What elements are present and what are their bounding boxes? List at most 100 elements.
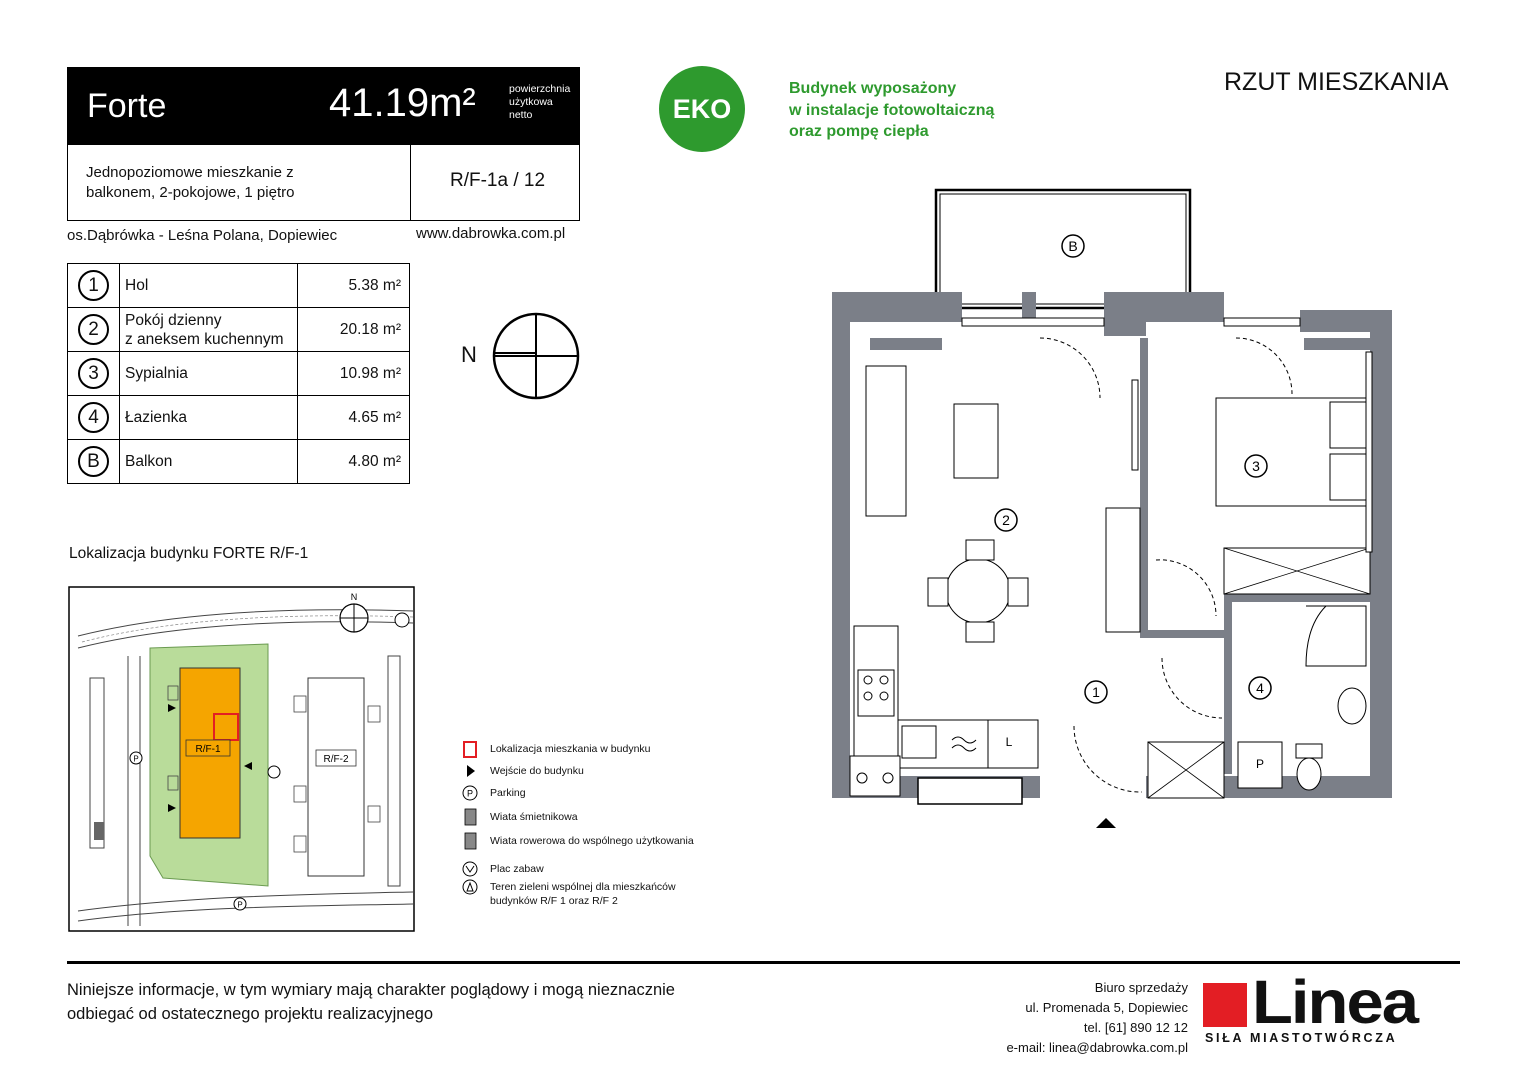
room-marker-label: 4: [1256, 680, 1264, 696]
room-name: Hol: [125, 277, 149, 294]
legend-text: Lokalizacja mieszkania w budynku: [490, 743, 651, 755]
room-number-cell: 4: [67, 395, 120, 440]
eko-description: Budynek wyposażony w instalacje fotowolt…: [789, 78, 994, 143]
room-number-cell: 3: [67, 351, 120, 396]
parking-icon: P: [462, 785, 478, 801]
location-map-title: Lokalizacja budynku FORTE R/F-1: [69, 545, 309, 562]
legend-text: Plac zabaw: [490, 863, 544, 875]
stove-icon: [857, 669, 895, 717]
room-number: 2: [78, 314, 109, 345]
entrance-arrow-icon: [1096, 818, 1116, 828]
room-row: 3 Sypialnia 10.98 m²: [67, 351, 410, 396]
playground-icon: [394, 612, 410, 628]
legend-text: budynków R/F 1 oraz R/F 2: [490, 895, 618, 907]
room-number-cell: 2: [67, 307, 120, 352]
legend-label: Wejście do budynku: [490, 764, 584, 778]
room-name-line2: z aneksem kuchennym: [125, 330, 284, 348]
compass-icon: [492, 312, 580, 400]
fridge-label: L: [1006, 735, 1013, 749]
room-name: Łazienka: [125, 409, 188, 426]
legend-label: Lokalizacja mieszkania w budynku: [490, 742, 651, 756]
description-box: Jednopoziomowe mieszkanie z balkonem, 2-…: [67, 145, 580, 221]
bike-shelter-icon: [464, 832, 477, 850]
parking-icon: [129, 751, 143, 765]
room-name-cell: Hol: [119, 263, 298, 308]
legend-text: Wiata śmietnikowa: [490, 811, 578, 823]
compass-north-label: N: [461, 342, 477, 367]
location-text: os.Dąbrówka - Leśna Polana, Dopiewiec: [67, 227, 338, 244]
room-number-cell: 1: [67, 263, 120, 308]
room-number: 1: [78, 270, 109, 301]
plan-title: RZUT MIESZKANIA: [1224, 68, 1449, 96]
room-marker: 4: [1248, 676, 1272, 700]
map-north-label: N: [351, 592, 358, 602]
area-label: powierzchnia użytkowa netto: [509, 83, 570, 122]
green-area-icon: [462, 879, 478, 895]
logo: Linea: [1252, 968, 1419, 1037]
area-value: 41.19m²: [329, 81, 476, 125]
room-marker: 2: [994, 508, 1018, 532]
room-size: 4.80 m²: [297, 439, 410, 484]
trash-shelter-icon: [464, 808, 477, 826]
legend-label: Plac zabaw: [490, 862, 544, 876]
eko-badge: EKO: [659, 66, 745, 152]
office-email[interactable]: e-mail: linea@dabrowka.com.pl: [1006, 1040, 1188, 1055]
room-row: B Balkon 4.80 m²: [67, 439, 410, 484]
sink-icon: [901, 725, 937, 759]
header-banner: Forte 41.19m² powierzchnia użytkowa nett…: [67, 67, 580, 145]
divider: [410, 145, 411, 220]
room-name-cell: Łazienka: [119, 395, 298, 440]
room-marker-label: 3: [1252, 458, 1260, 474]
disclaimer: Niniejsze informacje, w tym wymiary mają…: [67, 978, 675, 1026]
legend-text: Parking: [490, 787, 526, 799]
area-label-line: użytkowa: [509, 96, 553, 108]
legend-text: Wiata rowerowa do wspólnego użytkowania: [490, 835, 694, 847]
green-area-icon: [267, 765, 281, 779]
room-number: 4: [78, 402, 109, 433]
entrance-arrow-icon: [168, 804, 176, 812]
site-map: R/F-1 R/F-2 N P P: [68, 586, 415, 932]
office-title: Biuro sprzedaży: [1094, 980, 1188, 995]
room-name: Sypialnia: [125, 365, 188, 382]
eko-line: Budynek wyposażony: [789, 80, 957, 97]
disclaimer-line: Niniejsze informacje, w tym wymiary mają…: [67, 981, 675, 999]
website-link[interactable]: www.dabrowka.com.pl: [416, 225, 566, 242]
description-line: balkonem, 2-pokojowe, 1 piętro: [86, 184, 295, 201]
eko-line: w instalacje fotowoltaiczną: [789, 101, 995, 119]
eko-line: oraz pompę ciepła: [789, 123, 929, 140]
footer-divider: [67, 961, 1460, 964]
room-number: 3: [78, 358, 109, 389]
room-size: 20.18 m²: [297, 307, 410, 352]
washer-label: P: [1256, 757, 1264, 771]
room-row: 4 Łazienka 4.65 m²: [67, 395, 410, 440]
room-marker-label: 1: [1092, 684, 1100, 700]
parking-label: P: [237, 901, 242, 910]
room-size: 10.98 m²: [297, 351, 410, 396]
room-marker: 1: [1084, 680, 1108, 704]
parking-icon: [233, 897, 247, 911]
legend-text: Wejście do budynku: [490, 765, 584, 777]
legend-label: Parking: [490, 786, 526, 800]
svg-text:P: P: [467, 789, 473, 799]
room-size: 4.65 m²: [297, 395, 410, 440]
room-name-cell: Balkon: [119, 439, 298, 484]
entrance-arrow-icon: [467, 765, 475, 777]
playground-icon: [462, 861, 478, 877]
office-phone[interactable]: tel. [61] 890 12 12: [1083, 1020, 1188, 1035]
model-name: Forte: [87, 87, 167, 125]
room-marker-label: B: [1068, 238, 1077, 254]
area-label-line: powierzchnia: [509, 83, 571, 95]
legend-label: Wiata śmietnikowa: [490, 810, 578, 824]
disclaimer-line: odbiegać od ostatecznego projektu realiz…: [67, 1005, 433, 1023]
room-marker: 3: [1244, 454, 1268, 478]
room-number-cell: B: [67, 439, 120, 484]
entrance-arrow-icon: [244, 762, 252, 770]
room-name: Balkon: [125, 453, 173, 470]
apartment-code: R/F-1a / 12: [450, 170, 546, 191]
area-label-line: netto: [509, 109, 533, 121]
building-1-label: R/F-1: [196, 744, 221, 755]
entrance-arrow-icon: [168, 704, 176, 712]
